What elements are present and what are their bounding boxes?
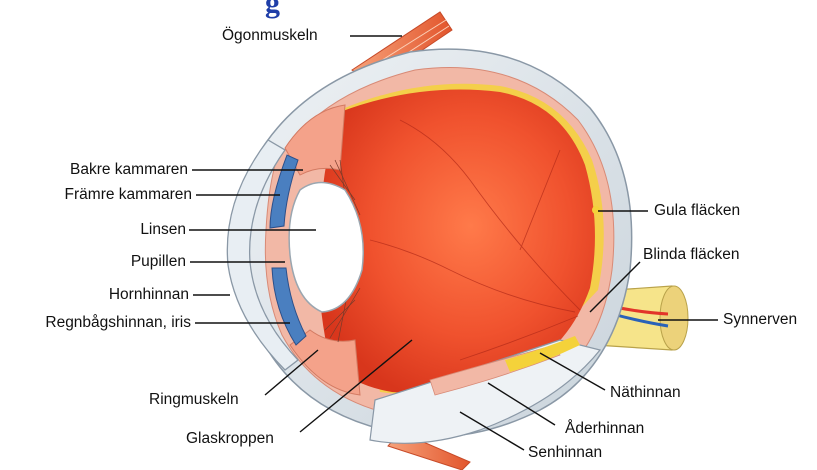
label-glaskroppen: Glaskroppen (186, 430, 274, 448)
label-blinda-flacken: Blinda fläcken (643, 246, 740, 264)
label-ogonmuskeln: Ögonmuskeln (222, 27, 318, 45)
label-pupillen: Pupillen (0, 253, 186, 271)
label-nathinnan: Näthinnan (610, 384, 681, 402)
label-senhinnan: Senhinnan (528, 444, 602, 462)
label-linsen: Linsen (0, 221, 186, 239)
label-bakre-kammaren: Bakre kammaren (0, 161, 188, 179)
label-regnbagshinnan: Regnbågshinnan, iris (0, 314, 191, 332)
label-synnerven: Synnerven (723, 311, 797, 329)
macula-spot (592, 206, 600, 214)
label-ringmuskeln: Ringmuskeln (149, 391, 239, 409)
label-framre-kammaren: Främre kammaren (0, 186, 192, 204)
label-aderhinnan: Åderhinnan (565, 420, 644, 438)
lens (289, 183, 363, 313)
label-hornhinnan: Hornhinnan (0, 286, 189, 304)
label-gula-flacken: Gula fläcken (654, 202, 740, 220)
